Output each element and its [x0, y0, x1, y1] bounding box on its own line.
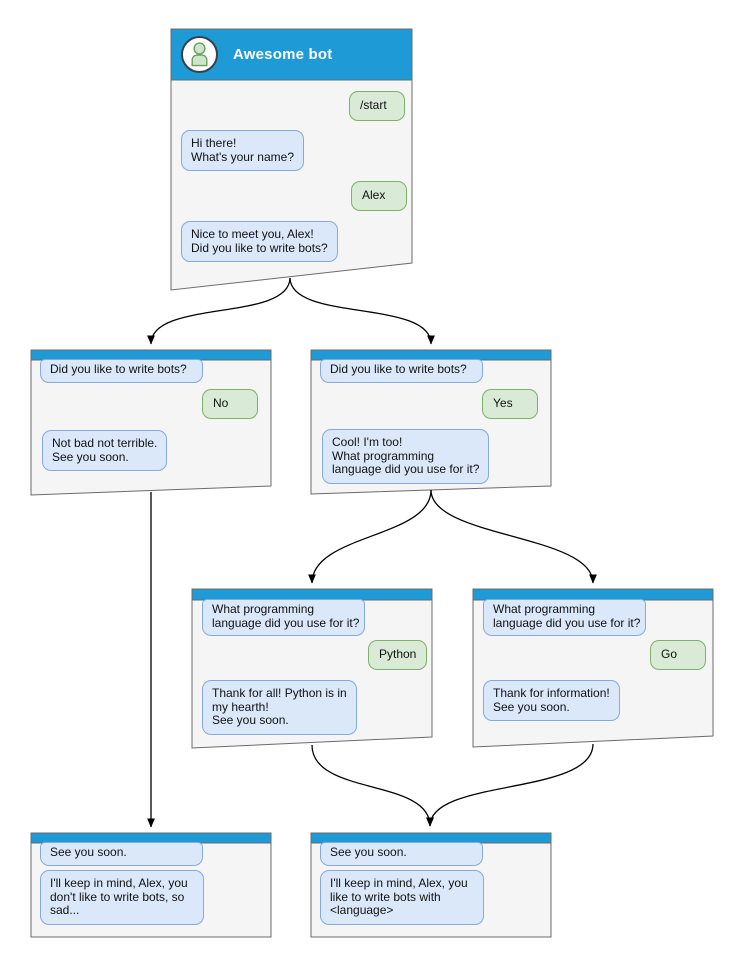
person-icon	[191, 42, 208, 67]
message-bubble-python-answer: Python	[368, 640, 428, 670]
bot-title: Awesome bot	[233, 46, 333, 63]
message-bubble-go-answer: Go	[650, 640, 706, 670]
message-bubble-go-reply: Thank for information! See you soon.	[483, 680, 620, 721]
avatar	[181, 36, 218, 73]
message-bubble-yes-answer: Yes	[482, 389, 538, 419]
message-bubble-start: /start	[349, 91, 405, 121]
connector-root-to-yes	[289, 277, 435, 345]
connector-root-to-no	[147, 277, 291, 345]
message-bubble-go-question: What programming language did you use fo…	[483, 599, 646, 636]
connector-python-to-end-yes	[311, 744, 434, 827]
message-bubble-no-reply: Not bad not terrible. See you soon.	[42, 430, 168, 471]
message-bubble-yes-reply: Cool! I'm too! What programming language…	[322, 429, 490, 484]
message-bubble-python-question: What programming language did you use fo…	[202, 599, 365, 636]
message-bubble-yes-question: Did you like to write bots?	[320, 359, 483, 383]
message-bubble-no-question: Did you like to write bots?	[40, 359, 203, 383]
message-bubble-end-yes-question: See you soon.	[320, 842, 483, 866]
message-bubble-root-question: Nice to meet you, Alex! Did you like to …	[181, 221, 338, 262]
connector-yes-to-python	[308, 489, 432, 584]
message-bubble-no-answer: No	[202, 389, 258, 419]
message-bubble-end-no-question: See you soon.	[40, 842, 203, 866]
connector-yes-to-go	[430, 489, 597, 584]
message-bubble-name: Alex	[351, 181, 407, 211]
message-bubble-end-no-reply: I'll keep in mind, Alex, you don't like …	[40, 870, 204, 925]
connector-go-to-end-yes	[426, 743, 594, 827]
message-bubble-greeting: Hi there! What's your name?	[181, 130, 305, 171]
message-bubble-python-reply: Thank for all! Python is in my hearth! S…	[202, 680, 357, 735]
message-bubble-end-yes-reply: I'll keep in mind, Alex, you like to wri…	[320, 870, 484, 925]
